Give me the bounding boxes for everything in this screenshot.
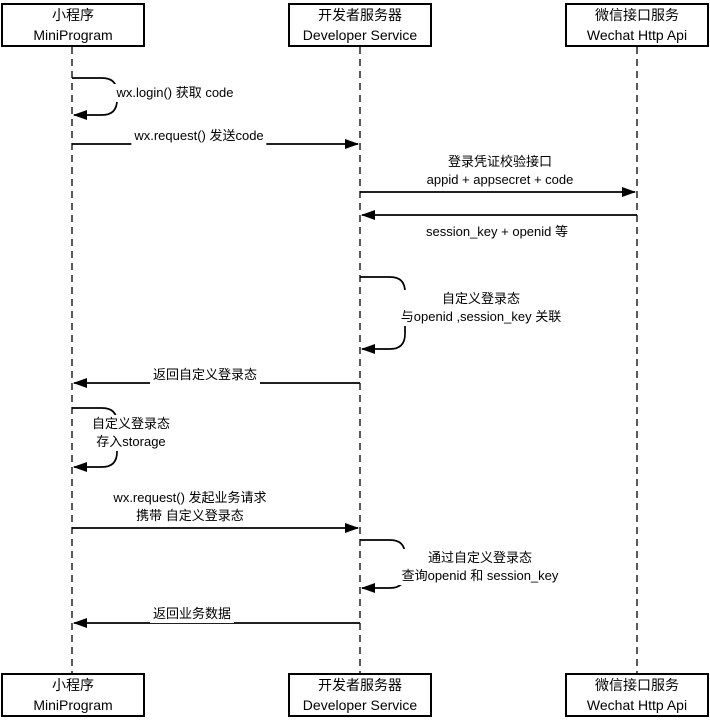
message-label-wx-login: wx.login() 获取 code — [113, 84, 237, 102]
actor-name-en: Wechat Http Api — [586, 697, 688, 713]
actor-name-en: Wechat Http Api — [586, 27, 688, 43]
message-label-return-business-data: 返回业务数据 — [149, 605, 235, 623]
message-label-business-request: wx.request() 发起业务请求 携带 自定义登录态 — [110, 489, 270, 525]
actor-name-cn: 微信接口服务 — [595, 7, 679, 23]
actor-name-cn: 开发者服务器 — [318, 7, 402, 23]
actor-box-wechat-http-api-top: 微信接口服务 Wechat Http Api — [565, 3, 709, 47]
actor-name-en: MiniProgram — [33, 697, 113, 713]
message-label-credential-check: 登录凭证校验接口 appid + appsecret + code — [423, 153, 577, 189]
self-loop-wx-login — [72, 77, 118, 120]
message-label-return-login-state: 返回自定义登录态 — [149, 366, 261, 384]
message-label-send-code: wx.request() 发送code — [131, 127, 267, 145]
actor-box-miniprogram-bottom: 小程序 MiniProgram — [1, 673, 145, 717]
actor-box-developer-service-bottom: 开发者服务器 Developer Service — [288, 673, 432, 717]
message-label-store-storage: 自定义登录态 存入storage — [88, 415, 174, 451]
message-label-custom-login-state: 自定义登录态 与openid ,session_key 关联 — [397, 290, 565, 326]
actor-name-cn: 小程序 — [52, 677, 94, 693]
actor-name-en: Developer Service — [302, 697, 418, 713]
actor-name-en: Developer Service — [302, 27, 418, 43]
message-label-session-key-openid: session_key + openid 等 — [422, 223, 572, 241]
actor-name-cn: 小程序 — [52, 7, 94, 23]
message-label-query-openid: 通过自定义登录态 查询openid 和 session_key — [398, 549, 562, 585]
actor-box-wechat-http-api-bottom: 微信接口服务 Wechat Http Api — [565, 673, 709, 717]
actor-name-en: MiniProgram — [33, 27, 113, 43]
actor-name-cn: 开发者服务器 — [318, 677, 402, 693]
actor-box-developer-service-top: 开发者服务器 Developer Service — [288, 3, 432, 47]
actor-box-miniprogram-top: 小程序 MiniProgram — [1, 3, 145, 47]
actor-name-cn: 微信接口服务 — [595, 677, 679, 693]
